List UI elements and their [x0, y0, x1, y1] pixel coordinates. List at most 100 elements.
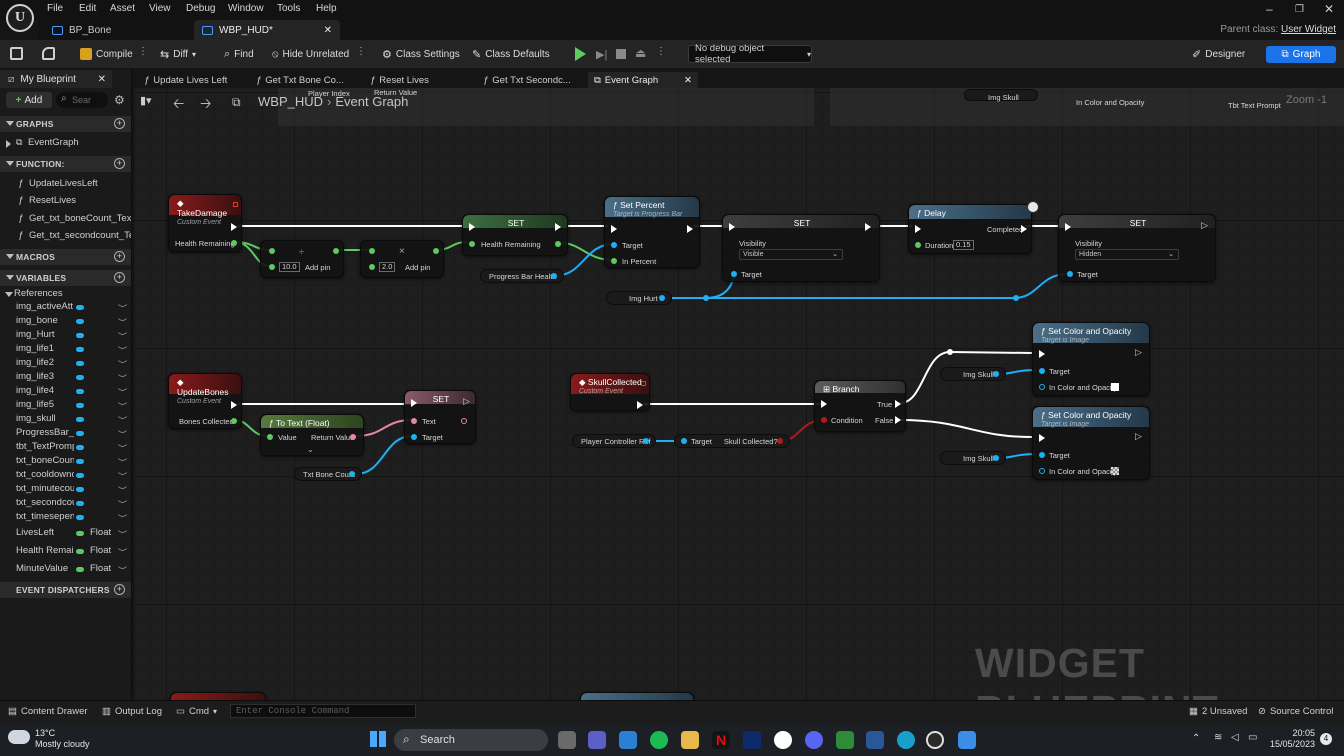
gear-icon[interactable]: ⚙ [114, 93, 125, 107]
expand-chevron-icon[interactable]: ⌄ [307, 445, 314, 454]
menu-view[interactable]: View [149, 3, 171, 14]
browse-icon[interactable] [42, 47, 55, 60]
reroute-node[interactable] [947, 349, 953, 355]
partial-node[interactable] [170, 692, 266, 700]
source-control-button[interactable]: ⊘Source Control [1258, 706, 1333, 717]
visibility-eye-icon[interactable]: ︶ [118, 318, 128, 328]
variable-item[interactable]: img_Hurt︶ [0, 329, 131, 343]
float-pin[interactable] [611, 258, 617, 264]
graphs-section-header[interactable]: GRAPHS + [0, 116, 131, 132]
battery-icon[interactable]: ▭ [1248, 732, 1258, 743]
img-hurt-getter[interactable]: Img Hurt [606, 291, 672, 305]
visibility-eye-icon[interactable]: ︶ [118, 304, 128, 314]
task-view-icon[interactable] [558, 731, 576, 749]
visibility-eye-icon[interactable]: ︶ [118, 430, 128, 440]
spotify-icon[interactable] [650, 731, 668, 749]
delegate-pin[interactable] [641, 381, 646, 386]
breadcrumb-root[interactable]: WBP_HUD [258, 94, 324, 109]
debug-object-select[interactable]: No debug object selected ▾ [688, 43, 812, 65]
comment-box[interactable] [830, 88, 1344, 126]
set-color-opacity-node-2[interactable]: ƒ Set Color and Opacity Target is Image … [1032, 406, 1150, 480]
float-out-pin[interactable] [433, 248, 439, 254]
add-button[interactable]: + Add [6, 92, 52, 108]
class-defaults-button[interactable]: ✎ Class Defaults [472, 46, 550, 62]
visibility-eye-icon[interactable]: ︶ [118, 444, 128, 454]
object-pin[interactable] [681, 438, 687, 444]
object-out-pin[interactable] [349, 471, 355, 477]
my-blueprint-tab[interactable]: ⧄ My Blueprint ✕ [0, 70, 112, 88]
visibility-dropdown[interactable]: Visible⌄ [739, 249, 843, 260]
menu-edit[interactable]: Edit [79, 3, 97, 14]
variable-item[interactable]: img_skull︶ [0, 413, 131, 427]
exec-out-empty-icon[interactable]: ▷ [463, 396, 470, 406]
bool-pin[interactable] [821, 417, 827, 423]
stop-icon[interactable] [616, 49, 626, 59]
visibility-eye-icon[interactable]: ︶ [118, 566, 128, 576]
exec-in-pin[interactable] [411, 399, 417, 407]
class-settings-button[interactable]: ⚙ Class Settings [382, 46, 460, 62]
float-pin[interactable] [269, 264, 275, 270]
float-pin[interactable] [915, 242, 921, 248]
float-pin[interactable] [267, 434, 273, 440]
set-text-node[interactable]: SET ▷ Text Target [404, 390, 476, 444]
object-pin[interactable] [731, 271, 737, 277]
img-skull-getter-2[interactable]: Img Skull [940, 451, 1006, 465]
variable-item[interactable]: ProgressBar_︶ [0, 427, 131, 441]
console-input[interactable]: Enter Console Command [230, 704, 416, 718]
float-pin[interactable] [269, 248, 275, 254]
add-pin-button[interactable]: Add pin [305, 263, 331, 272]
variable-item[interactable]: img_life2︶ [0, 357, 131, 371]
forward-arrow-icon[interactable]: 🡢 [200, 95, 212, 111]
visibility-eye-icon[interactable]: ︶ [118, 402, 128, 412]
float-pin[interactable] [231, 418, 237, 424]
comment-box[interactable] [278, 88, 814, 126]
doc-tab-wbp-hud[interactable]: WBP_HUD* ✕ [194, 20, 340, 40]
photos-icon[interactable] [836, 731, 854, 749]
set-health-remaining-node[interactable]: SET Health Remaining [462, 214, 568, 256]
step-icon[interactable]: ▶| [596, 49, 608, 61]
exec-true-pin[interactable] [895, 400, 901, 408]
visibility-eye-icon[interactable]: ︶ [118, 374, 128, 384]
notification-badge[interactable]: 4 [1320, 733, 1332, 745]
exec-false-pin[interactable] [895, 416, 901, 424]
add-float-node-1[interactable]: 10.0 ÷ Add pin [260, 240, 344, 278]
doc-tab-bp-bone[interactable]: BP_Bone [44, 20, 194, 40]
bool-out-pin[interactable] [777, 438, 783, 444]
color-swatch-white[interactable] [1111, 383, 1119, 391]
variable-item[interactable]: img_life3︶ [0, 371, 131, 385]
play-icon[interactable] [575, 47, 586, 61]
visibility-eye-icon[interactable]: ︶ [118, 514, 128, 524]
object-out-pin[interactable] [993, 371, 999, 377]
output-log-button[interactable]: ▥Output Log [102, 706, 162, 717]
float-out-pin[interactable] [333, 248, 339, 254]
variable-item[interactable]: tbt_TextPromp︶ [0, 441, 131, 455]
references-category[interactable]: References [0, 288, 131, 302]
float-pin[interactable] [231, 240, 237, 246]
close-panel-icon[interactable]: ✕ [97, 73, 106, 85]
visibility-eye-icon[interactable]: ︶ [118, 486, 128, 496]
graph-button[interactable]: ⧉ Graph [1266, 46, 1336, 63]
visibility-eye-icon[interactable]: ︶ [118, 332, 128, 342]
duration-input[interactable]: 0.15 [953, 240, 974, 250]
discord-icon[interactable] [805, 731, 823, 749]
teams-icon[interactable] [588, 731, 606, 749]
exec-out-pin[interactable] [555, 223, 561, 231]
exec-in-pin[interactable] [915, 225, 921, 233]
text-pin[interactable] [411, 418, 417, 424]
variable-item[interactable]: txt_timesepert︶ [0, 511, 131, 525]
parent-class-link[interactable]: User Widget [1280, 24, 1336, 35]
value-input[interactable]: 10.0 [279, 262, 300, 272]
event-graph-canvas[interactable]: Player Index Return Value Img Skull In C… [134, 88, 1344, 700]
top-variable-node[interactable] [964, 89, 1038, 101]
visibility-eye-icon[interactable]: ︶ [118, 530, 128, 540]
exec-out-pin[interactable] [687, 225, 693, 233]
wifi-icon[interactable]: ≋ [1214, 732, 1223, 743]
macros-section-header[interactable]: MACROS + [0, 249, 131, 265]
close-tab-icon[interactable]: ✕ [684, 74, 692, 86]
find-button[interactable]: ⌕ Find [224, 46, 254, 62]
